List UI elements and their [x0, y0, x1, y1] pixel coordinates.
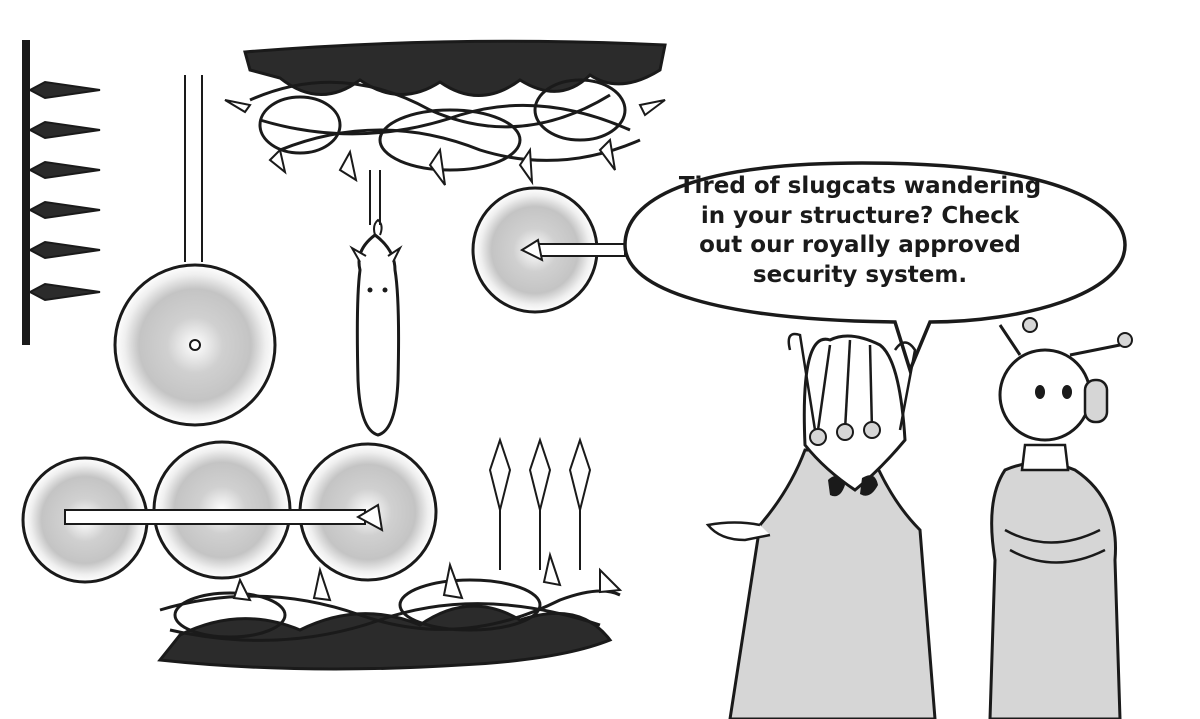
saw-blade-icon [113, 263, 277, 427]
saw-blade-icon [471, 186, 626, 314]
crowned-character-icon [705, 332, 937, 719]
speech-bubble [623, 161, 1127, 376]
speech-line-3: out our royally approved [699, 232, 1021, 258]
speech-line-2: in your structure? Check [700, 202, 1020, 229]
saw-blade-row [21, 440, 438, 584]
spike-wall-icon [22, 40, 101, 345]
blade-chains [184, 75, 381, 262]
thorn-vines-icon [157, 551, 623, 671]
speech-line-4: security system. [752, 261, 968, 288]
robot-character-icon [988, 317, 1133, 719]
thorn-vines-icon [224, 39, 667, 186]
slugcat-icon [349, 218, 403, 437]
speech-bubble-text: Tired of slugcats wandering in your stru… [655, 172, 1065, 290]
spear-icon [488, 436, 592, 570]
speech-line-1: Tired of slugcats wandering [678, 173, 1042, 199]
